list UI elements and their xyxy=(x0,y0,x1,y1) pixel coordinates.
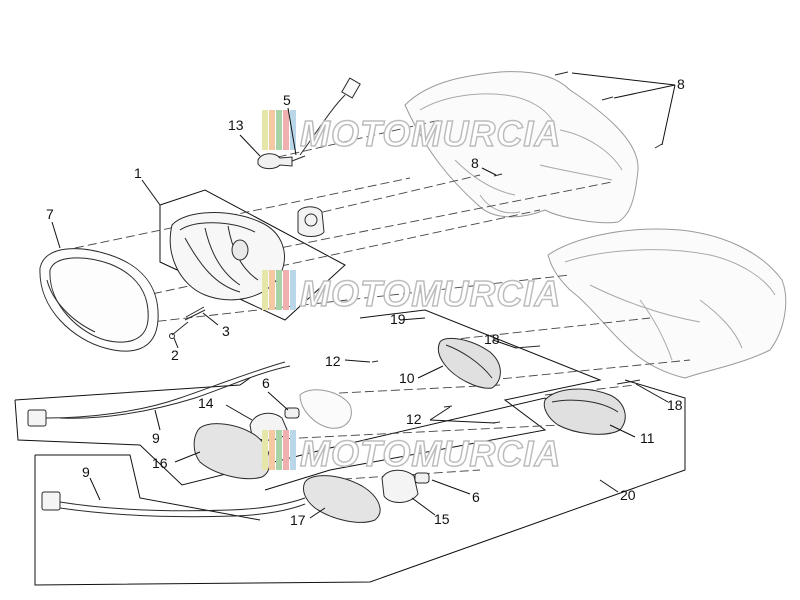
watermark-top: MOTOMURCIA xyxy=(262,110,561,155)
watermark-middle: MOTOMURCIA xyxy=(262,270,561,315)
callout-9-lower: 9 xyxy=(82,464,90,480)
front-indicator-right xyxy=(543,388,626,435)
bulb-6-upper xyxy=(284,407,300,419)
indicator-housing-ghost xyxy=(299,389,352,429)
svg-text:MOTOMURCIA: MOTOMURCIA xyxy=(300,273,561,314)
callout-11: 11 xyxy=(640,430,655,446)
callout-6-lower: 6 xyxy=(472,489,480,505)
callout-19: 19 xyxy=(390,311,406,327)
front-indicator-left xyxy=(437,337,501,389)
callout-2: 2 xyxy=(171,347,179,363)
leg-shield-ghost xyxy=(547,228,787,379)
indicator-housing-17 xyxy=(302,475,381,523)
headlight-rim xyxy=(39,248,159,352)
connector-wire-5 xyxy=(299,77,361,156)
wiring-harness-upper xyxy=(27,361,291,427)
callout-18-lower: 18 xyxy=(667,397,683,413)
parking-bulb xyxy=(257,153,306,170)
screws-12-18 xyxy=(371,345,641,424)
svg-text:MOTOMURCIA: MOTOMURCIA xyxy=(300,433,561,474)
bulb-socket xyxy=(297,206,325,237)
callout-12-upper: 12 xyxy=(325,353,341,369)
screw-2 xyxy=(169,321,189,339)
callout-6-upper: 6 xyxy=(262,375,270,391)
callout-1: 1 xyxy=(134,165,142,181)
group-outline-headlight xyxy=(159,189,346,321)
callout-14: 14 xyxy=(198,395,214,411)
callout-8-right: 8 xyxy=(677,76,685,92)
callout-numbers: 1 2 3 5 6 6 7 8 8 9 9 10 11 12 12 13 14 … xyxy=(46,76,685,528)
callout-18-upper: 18 xyxy=(484,331,500,347)
watermark-bottom: MOTOMURCIA xyxy=(262,430,561,475)
group-outline-rear xyxy=(34,309,686,586)
bulb-6-lower xyxy=(414,472,430,484)
screws-8 xyxy=(493,71,663,177)
callout-leaders xyxy=(51,72,676,519)
handlebar-cover-ghost xyxy=(404,71,639,224)
callout-12-lower: 12 xyxy=(406,411,422,427)
callout-16: 16 xyxy=(152,455,168,471)
callout-7: 7 xyxy=(46,206,54,222)
group-outline-indicators xyxy=(14,377,561,486)
indicator-lens-15 xyxy=(381,469,419,503)
adjust-screw-3 xyxy=(184,306,206,321)
callout-13: 13 xyxy=(228,117,244,133)
callout-20: 20 xyxy=(620,487,636,503)
callout-10: 10 xyxy=(399,370,415,386)
callout-17: 17 xyxy=(290,512,306,528)
callout-3: 3 xyxy=(222,323,230,339)
callout-9-upper: 9 xyxy=(152,430,160,446)
callout-5: 5 xyxy=(283,92,291,108)
callout-15: 15 xyxy=(434,511,450,527)
callout-8-center: 8 xyxy=(471,155,479,171)
svg-text:MOTOMURCIA: MOTOMURCIA xyxy=(300,113,561,154)
wiring-harness-lower xyxy=(41,491,306,518)
